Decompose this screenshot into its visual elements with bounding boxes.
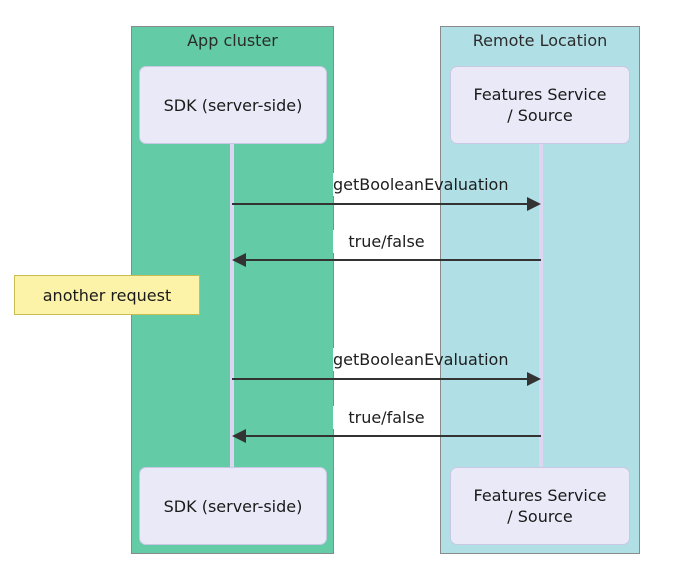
participant-features-service-top-line1: Features Service (473, 85, 607, 104)
participant-sdk-top-label: SDK (server-side) (163, 95, 303, 115)
participant-features-service-bottom-line1: Features Service (473, 486, 607, 505)
group-app-cluster-title: App cluster (187, 31, 278, 50)
message-request-1-label-text: getBooleanEvaluation (333, 175, 509, 194)
lifeline-features-service (539, 143, 543, 469)
note-another-request[interactable]: another request (14, 275, 200, 315)
message-response-2-arrowhead-icon (232, 429, 246, 443)
message-request-2-arrowhead-icon (527, 372, 541, 386)
message-request-1-arrowhead-icon (527, 197, 541, 211)
participant-sdk-bottom[interactable]: SDK (server-side) (139, 467, 327, 545)
participant-features-service-top-line2: / Source (507, 106, 573, 125)
lifeline-sdk (230, 143, 234, 469)
message-response-2-label: true/false (333, 406, 440, 429)
message-request-2-line (232, 378, 528, 380)
message-response-2-label-text: true/false (348, 408, 425, 427)
participant-sdk-top[interactable]: SDK (server-side) (139, 66, 327, 144)
message-request-2-label: getBooleanEvaluation (333, 348, 508, 371)
note-another-request-text: another request (42, 285, 172, 305)
message-response-1-line (246, 259, 541, 261)
message-request-2-label-text: getBooleanEvaluation (333, 350, 509, 369)
participant-features-service-top[interactable]: Features Service / Source (450, 66, 630, 144)
message-response-1-arrowhead-icon (232, 253, 246, 267)
message-response-1-label-text: true/false (348, 232, 425, 251)
participant-features-service-bottom-label: Features Service / Source (473, 485, 606, 527)
participant-features-service-bottom-line2: / Source (507, 507, 573, 526)
participant-features-service-top-label: Features Service / Source (473, 84, 606, 126)
participant-features-service-bottom[interactable]: Features Service / Source (450, 467, 630, 545)
participant-sdk-bottom-label: SDK (server-side) (163, 496, 303, 516)
message-response-2-line (246, 435, 541, 437)
message-request-1-line (232, 203, 528, 205)
message-request-1-label: getBooleanEvaluation (333, 173, 508, 196)
group-remote-location-title: Remote Location (472, 31, 608, 50)
message-response-1-label: true/false (333, 230, 440, 253)
